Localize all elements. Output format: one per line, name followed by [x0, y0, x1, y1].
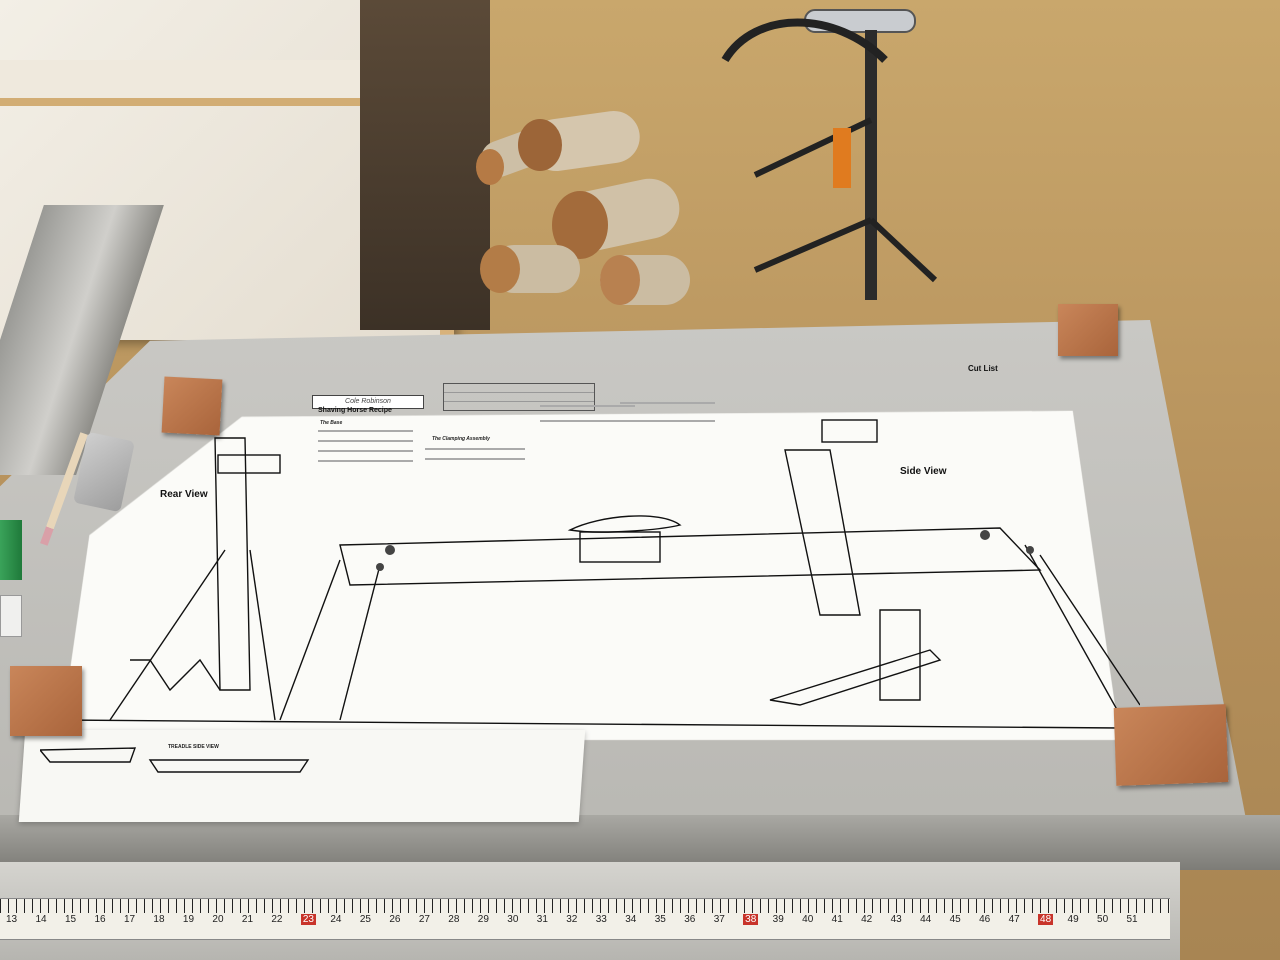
- recipe-line: [318, 440, 413, 442]
- ruler-number: 24: [330, 914, 342, 925]
- clamp-arm: [784, 449, 861, 616]
- title-block: Cole Robinson: [312, 395, 424, 409]
- front-leg: [279, 559, 341, 721]
- ruler-number: 31: [536, 914, 548, 925]
- table-edge: [0, 815, 1280, 870]
- baseline: [59, 719, 1121, 729]
- treadle-part-b: [148, 759, 310, 773]
- ruler-number: 14: [35, 914, 47, 925]
- seat-riser: [579, 531, 661, 563]
- log: [600, 255, 690, 305]
- ruler-number: 27: [418, 914, 430, 925]
- rear-view-right-leg: [249, 549, 276, 721]
- wood-block-top-left: [161, 376, 223, 436]
- ruler-number: 35: [654, 914, 666, 925]
- wood-block-bottom-left: [10, 666, 82, 736]
- label-card: [0, 595, 22, 637]
- cabinet-shelf: [0, 60, 360, 106]
- ruler-number: 43: [890, 914, 902, 925]
- ruler-number: 32: [566, 914, 578, 925]
- rear-leg-2: [1039, 554, 1140, 706]
- ruler-number: 40: [802, 914, 814, 925]
- recipe-line: [540, 420, 635, 422]
- ruler-ticks: [0, 899, 1170, 913]
- ruler-number: 48: [1038, 914, 1054, 925]
- clamp-head: [821, 419, 878, 443]
- ruler-number: 19: [182, 914, 195, 925]
- recipe-line: [318, 460, 413, 462]
- ruler-number: 41: [831, 914, 843, 925]
- ruler-number: 15: [64, 914, 77, 925]
- rear-view-label: Rear View: [160, 489, 208, 500]
- cabinet-opening: [360, 0, 490, 330]
- ruler-number: 13: [6, 914, 18, 925]
- recipe-line: [425, 458, 525, 460]
- front-leg-2: [339, 564, 381, 721]
- ruler-number: 26: [389, 914, 401, 925]
- ruler-number: 30: [507, 914, 519, 925]
- green-can: [0, 520, 22, 580]
- ruler-number: 21: [241, 914, 254, 925]
- log: [518, 110, 640, 172]
- log-pile: [476, 110, 690, 305]
- side-treadle: [769, 649, 942, 706]
- roller-stand: [721, 9, 938, 300]
- ruler-number: 49: [1067, 914, 1079, 925]
- section-clamping: The Clamping Assembly: [432, 436, 490, 442]
- recipe-line: [318, 450, 413, 452]
- rear-view-treadle: [130, 658, 221, 692]
- cut-list-title: Cut List: [968, 364, 998, 373]
- rear-leg: [1024, 544, 1121, 716]
- ruler-number: 16: [94, 914, 106, 925]
- recipe-line: [620, 402, 715, 404]
- ruler-number: 25: [359, 914, 371, 925]
- ruler-number: 42: [861, 914, 873, 925]
- ruler-number: 36: [684, 914, 696, 925]
- treadle-side-view-label: TREADLE SIDE VIEW: [168, 744, 219, 750]
- rear-view-left-leg: [109, 549, 226, 721]
- treadle-part-a: [40, 747, 137, 763]
- log: [480, 245, 580, 293]
- ruler-number: 18: [153, 914, 165, 925]
- ruler-number: 20: [212, 914, 224, 925]
- ruler-number: 23: [300, 914, 316, 925]
- ruler-number: 33: [595, 914, 607, 925]
- ruler-number: 34: [625, 914, 637, 925]
- recipe-line: [620, 420, 715, 422]
- ruler-number: 29: [477, 914, 489, 925]
- bench-beam: [339, 527, 1042, 586]
- rear-view-post: [214, 437, 251, 691]
- ruler-number: 44: [920, 914, 932, 925]
- ruler-number: 37: [713, 914, 725, 925]
- ruler-number: 51: [1126, 914, 1138, 925]
- recipe-title: Shaving Horse Recipe: [318, 407, 392, 414]
- ruler-number: 22: [271, 914, 283, 925]
- ruler-number: 47: [1008, 914, 1020, 925]
- ruler-number: 17: [123, 914, 136, 925]
- recipe-line: [425, 448, 525, 450]
- section-the-base: The Base: [320, 420, 343, 426]
- shaving-horse-drawing: [40, 419, 1140, 773]
- ruler-number: 46: [979, 914, 991, 925]
- wood-block-bottom-right: [1113, 704, 1229, 786]
- ruler-number: 28: [448, 914, 460, 925]
- ruler-number: 50: [1097, 914, 1109, 925]
- clamp-lower-arm: [879, 609, 921, 701]
- log: [552, 178, 680, 259]
- recipe-line: [540, 405, 635, 407]
- ruler-number: 45: [949, 914, 961, 925]
- side-view-label: Side View: [900, 466, 947, 477]
- ruler-number: 39: [772, 914, 784, 925]
- wood-block-top-right: [1058, 304, 1118, 356]
- rear-view-top-block: [217, 454, 281, 474]
- seat-profile: [567, 515, 682, 533]
- ruler-number: 38: [743, 914, 759, 925]
- measuring-ruler: 13 14 15 16 17 18 19 20 21 22 23 24 25 26 27 28 29 30 31 32…: [0, 898, 1170, 940]
- recipe-line: [318, 430, 413, 432]
